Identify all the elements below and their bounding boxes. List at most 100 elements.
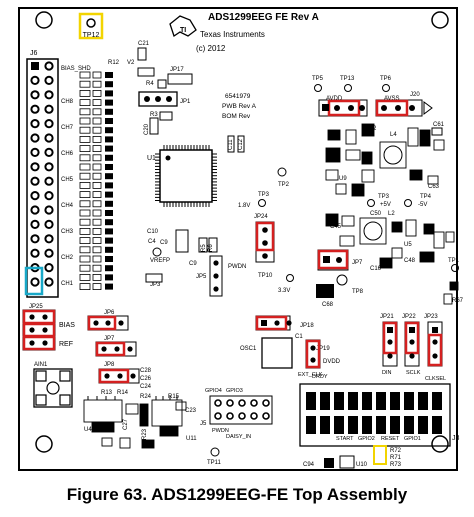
top-assembly-drawing: TP12 ADS1299EEG FE Rev A TI Texas Instru…	[18, 7, 464, 471]
resistor	[79, 108, 91, 116]
component	[379, 257, 393, 269]
resistor	[79, 117, 91, 125]
component	[433, 231, 445, 249]
ch4-label: CH4	[61, 203, 74, 209]
j3-pin	[320, 416, 330, 434]
v33-label: 3.3V	[278, 288, 290, 294]
jp18-label: JP18	[300, 323, 314, 329]
component	[91, 421, 115, 433]
c94-label: C94	[303, 462, 315, 468]
resistor	[79, 227, 91, 235]
c12-label: C12	[238, 138, 244, 150]
resistor	[92, 145, 102, 153]
j6-pin	[30, 191, 40, 201]
sclk-label: SCLK	[406, 370, 421, 376]
j5-label: J5	[200, 421, 207, 427]
c63-label: C63	[428, 184, 440, 190]
r23-label: R23	[142, 428, 148, 440]
board-title: ADS1299EEG FE Rev A	[208, 12, 319, 23]
jp5-jumper	[209, 255, 223, 297]
resistor	[92, 283, 102, 291]
ch3-label: CH3	[61, 229, 74, 235]
capacitor	[105, 256, 113, 262]
jp25-row3-highlight	[22, 335, 56, 351]
resistor	[79, 273, 91, 281]
j6-pin	[44, 191, 54, 201]
j5-pin	[226, 399, 234, 407]
gpio1-label: GPIO1	[404, 436, 421, 442]
tp12-highlight	[78, 12, 104, 40]
c11-label: C11	[228, 139, 234, 150]
capacitor	[105, 219, 113, 226]
r4-resistor	[157, 79, 167, 89]
resistor	[92, 200, 102, 208]
input-filter-array	[79, 71, 113, 291]
v18-label: 1.8V	[238, 203, 250, 209]
j5-pin	[262, 399, 270, 407]
u10-label: U10	[356, 462, 368, 468]
j5-header	[209, 395, 273, 425]
component	[341, 215, 355, 227]
j6-pin1	[31, 62, 39, 70]
jp25-header	[22, 309, 56, 351]
j5-pin	[238, 412, 246, 420]
ref-label: REF	[59, 341, 73, 348]
resistor	[79, 80, 91, 88]
mounting-hole	[431, 11, 449, 29]
j5-pin	[226, 412, 234, 420]
gpio4-label: GPIO4	[205, 388, 222, 394]
r71-r73-highlight	[373, 445, 387, 465]
j3-pin	[348, 392, 358, 410]
jp25-label: JP25	[29, 304, 43, 310]
tp13-label: TP13	[340, 76, 355, 82]
r5-resistor	[198, 237, 208, 253]
jumper-pin1	[409, 327, 415, 333]
resistor	[92, 80, 102, 88]
jumper-pin	[432, 353, 438, 359]
j3-pin	[376, 392, 386, 410]
avdd-label: AVDD	[326, 96, 343, 102]
jp8-label: JP8	[104, 362, 115, 368]
component	[101, 437, 113, 447]
j6-pin	[30, 119, 40, 129]
ain1-connector	[33, 368, 73, 408]
component	[141, 439, 155, 449]
tp13-test-point	[344, 84, 352, 92]
r24-label: R24	[140, 394, 152, 400]
tp11-label: TP11	[207, 460, 222, 466]
r13-label: R13	[101, 390, 113, 396]
inductor-l4	[383, 145, 403, 165]
component	[335, 183, 347, 195]
resistor	[79, 191, 91, 199]
jp5-label: JP5	[196, 274, 207, 280]
jp24-highlight	[255, 221, 275, 252]
j5-pins	[214, 399, 270, 420]
resistor	[92, 227, 102, 235]
j3-pin	[362, 392, 372, 410]
component	[449, 281, 459, 291]
capacitor	[105, 72, 113, 78]
resistor	[79, 135, 91, 143]
daisy-in-label: DAISY_IN	[226, 434, 251, 440]
jp22-label: JP22	[402, 314, 416, 320]
component	[361, 169, 375, 183]
component	[409, 169, 423, 181]
r71-label: R71	[390, 455, 402, 461]
j6-pin	[44, 119, 54, 129]
mounting-hole	[35, 11, 53, 29]
u11-label: U11	[186, 436, 197, 442]
j6-pin	[30, 104, 40, 114]
capacitor	[105, 210, 113, 216]
j6-connector	[26, 58, 59, 298]
resistor	[92, 191, 102, 199]
j3-pin	[404, 416, 414, 434]
jp7-upper-highlight	[317, 249, 349, 270]
component	[351, 183, 365, 197]
resistor	[92, 255, 102, 263]
j6-pin	[44, 263, 54, 273]
component	[445, 231, 455, 243]
c26-label: C26	[140, 376, 152, 382]
capacitor	[105, 173, 113, 180]
tp11-test-point	[210, 447, 220, 457]
c61-capacitor	[431, 127, 443, 136]
